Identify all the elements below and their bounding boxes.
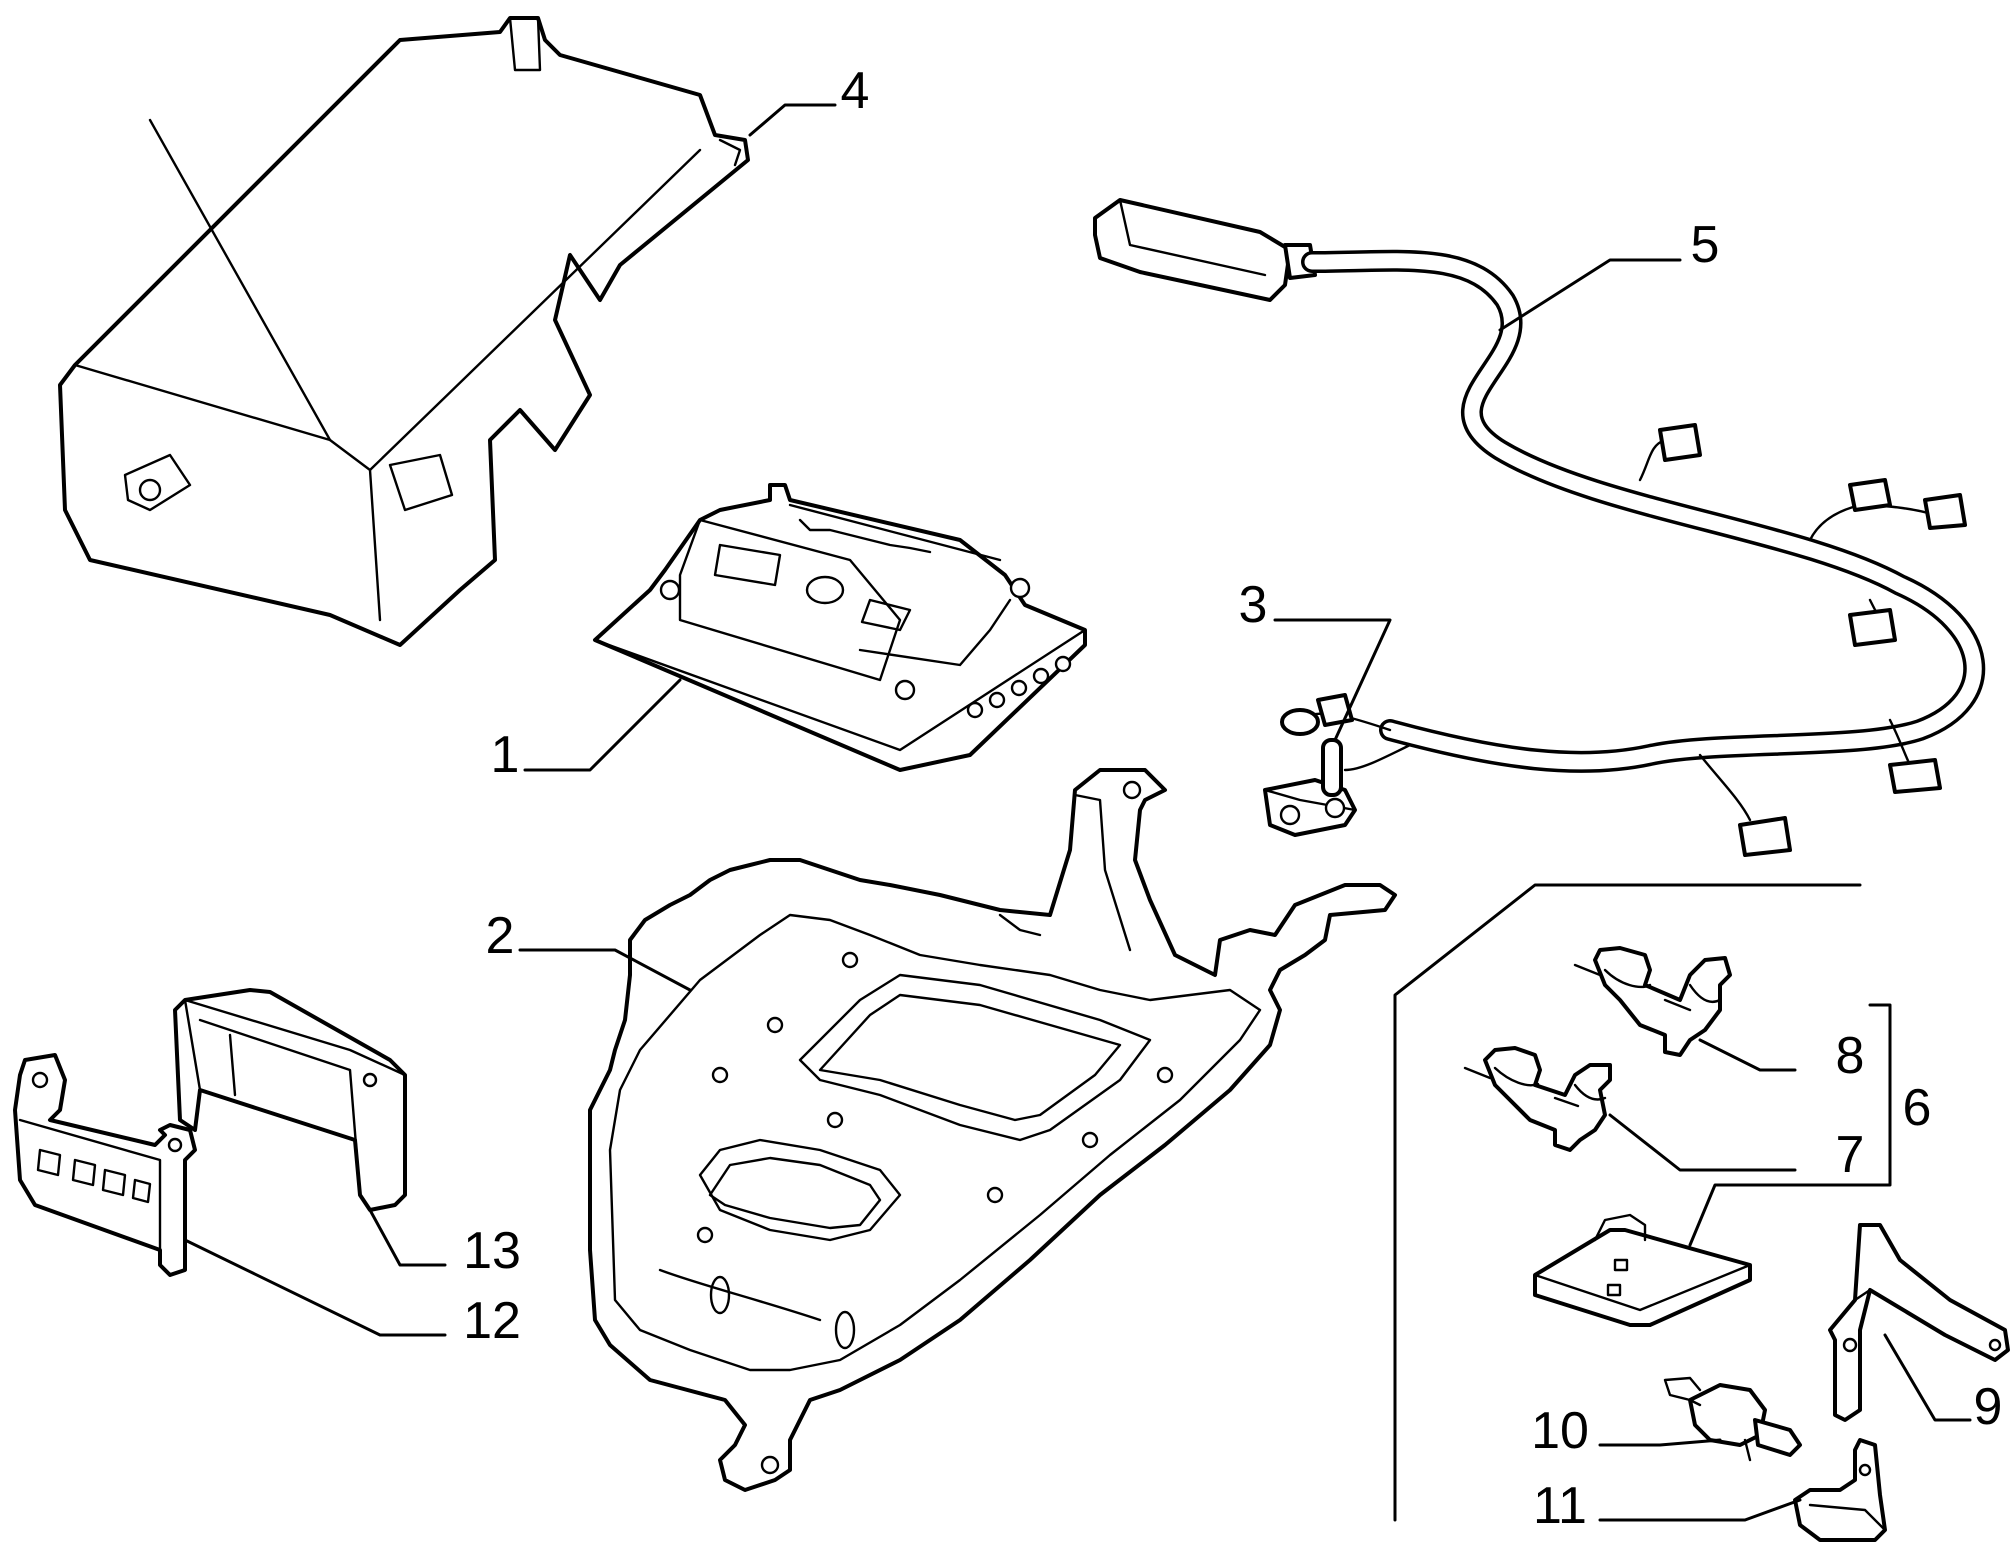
part-1-ecu <box>593 483 1087 772</box>
leader-group <box>1393 883 1862 1522</box>
part-5-harness <box>1093 198 1986 857</box>
callout-13: 13 <box>463 1222 521 1280</box>
leader-4 <box>748 103 837 137</box>
leader-5 <box>1498 258 1682 332</box>
part-8-clip <box>1573 946 1732 1057</box>
part-2-tray <box>588 768 1397 1492</box>
callout-3: 3 <box>1239 576 1268 634</box>
part-10-switch <box>1663 1376 1802 1462</box>
leader-13 <box>368 1208 447 1267</box>
part-7-clip <box>1463 1046 1612 1152</box>
leader-9 <box>1883 1333 1972 1422</box>
part-9-strap <box>1828 1223 2010 1422</box>
part-12-bracket <box>13 1053 197 1277</box>
callout-6: 6 <box>1903 1079 1932 1137</box>
part-6-plate <box>1533 1213 1752 1327</box>
leader-12 <box>183 1238 447 1337</box>
callout-12: 12 <box>463 1292 521 1350</box>
leader-8 <box>1698 1038 1797 1072</box>
leader-1 <box>523 678 682 772</box>
callout-8: 8 <box>1836 1027 1865 1085</box>
part-3-sensor <box>1263 738 1357 837</box>
bracket-6 <box>1688 1003 1892 1247</box>
leader-lines <box>183 103 1972 1522</box>
part-13-bracket-cover <box>173 988 407 1212</box>
callout-10: 10 <box>1531 1402 1589 1460</box>
callout-5: 5 <box>1691 216 1720 274</box>
callouts: 4 5 3 1 2 8 6 7 13 12 9 10 11 <box>463 62 2002 1535</box>
part-4-cover <box>58 16 750 647</box>
leader-2 <box>518 948 692 992</box>
callout-1: 1 <box>491 726 520 784</box>
callout-2: 2 <box>486 907 515 965</box>
leader-3 <box>1273 618 1392 742</box>
leader-11 <box>1598 1498 1802 1522</box>
callout-9: 9 <box>1974 1378 2003 1436</box>
callout-4: 4 <box>841 62 870 120</box>
callout-11: 11 <box>1533 1477 1587 1535</box>
part-11-bracket <box>1793 1438 1887 1542</box>
leader-7 <box>1608 1113 1797 1172</box>
leader-10 <box>1598 1438 1722 1447</box>
callout-7: 7 <box>1836 1126 1865 1184</box>
